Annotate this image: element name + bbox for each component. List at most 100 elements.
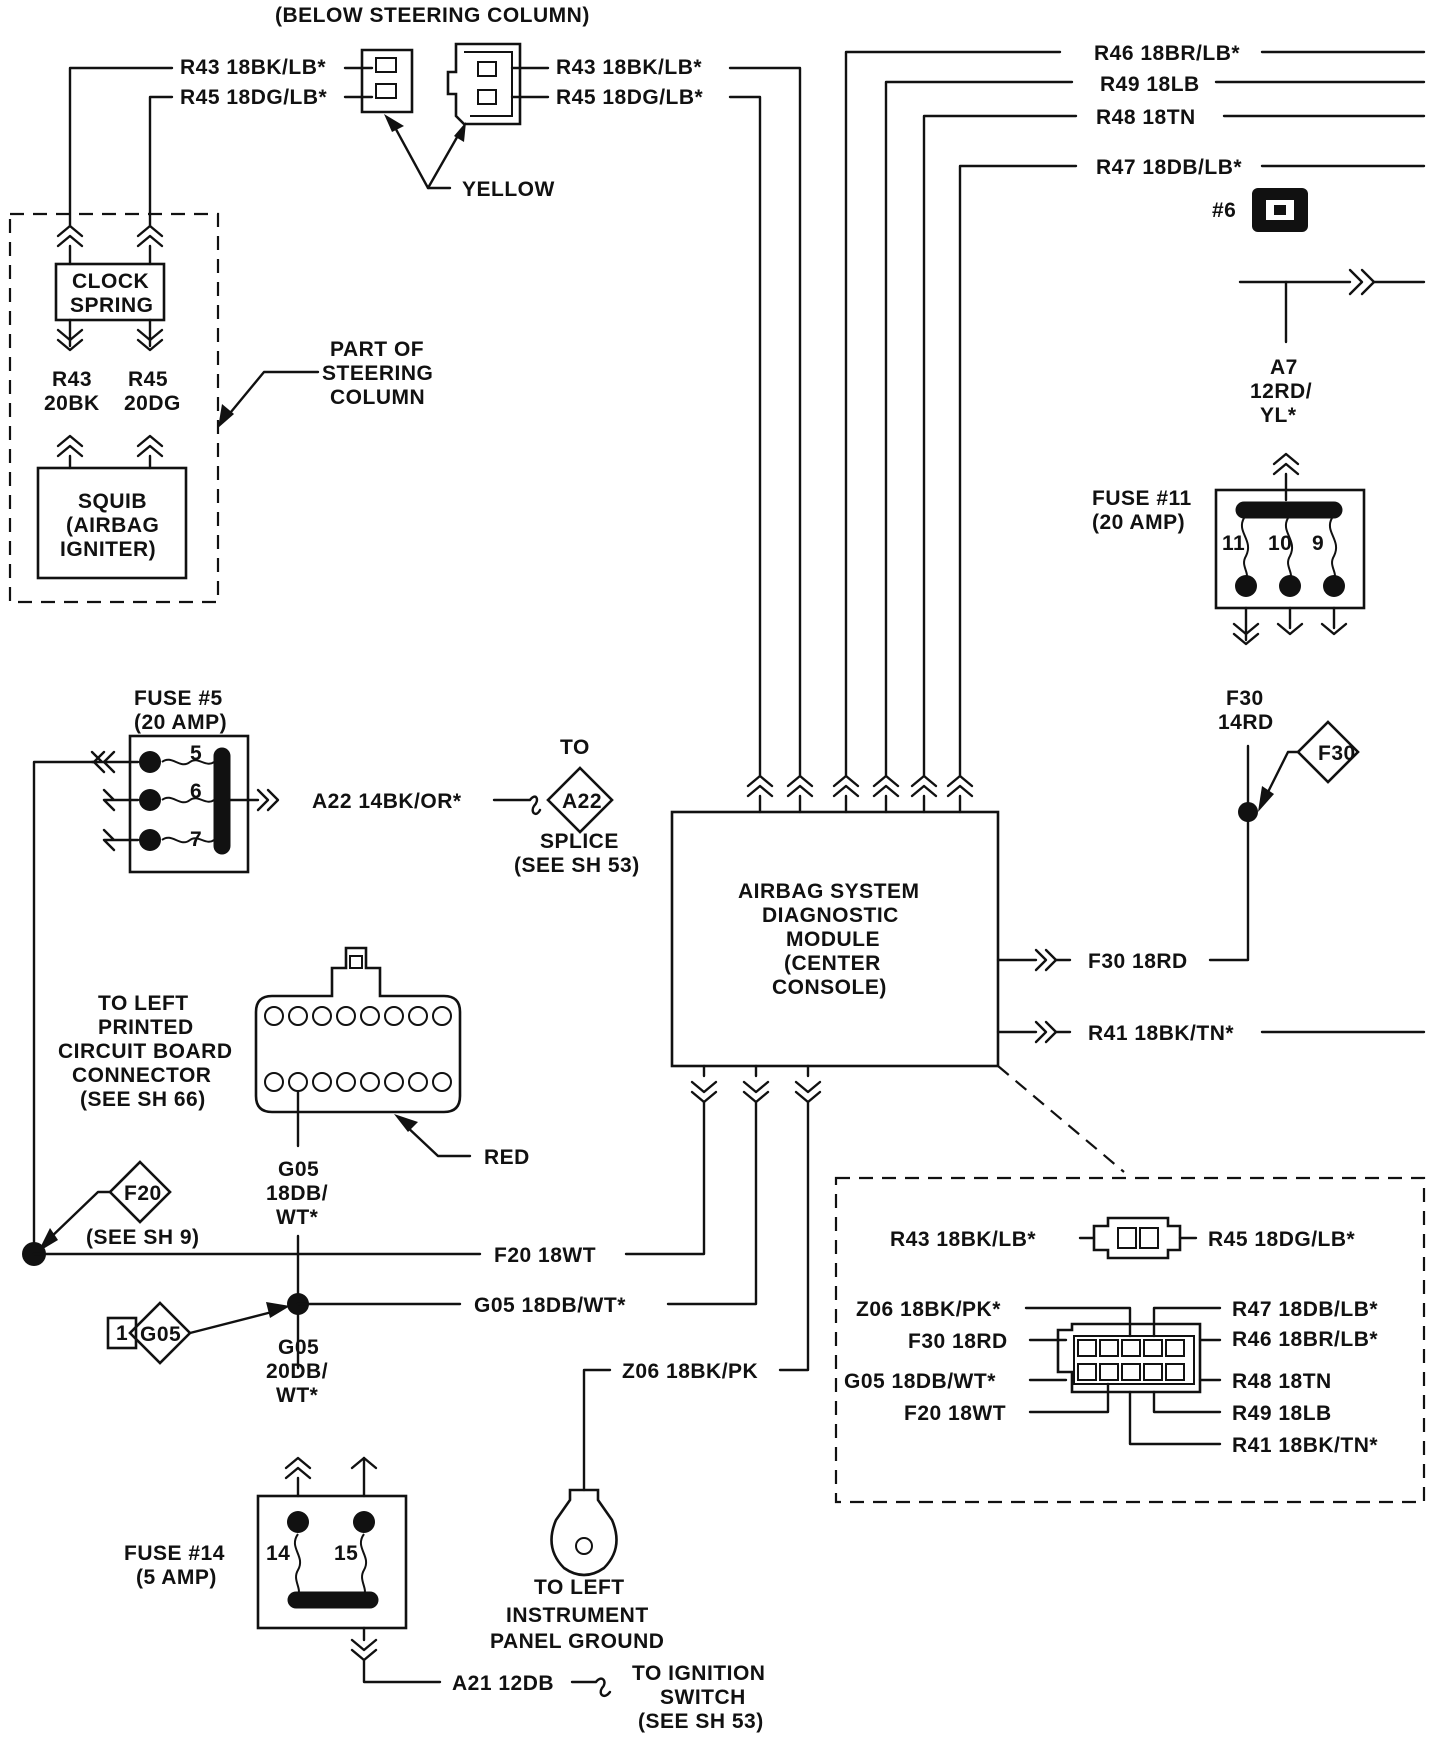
pin-cavity	[288, 1072, 308, 1092]
connector-chevron-icon	[1272, 452, 1300, 476]
pcb-connector-color: RED	[484, 1146, 530, 1169]
wire-label-r48: R48 18TN	[1096, 106, 1196, 129]
arrowhead-icon	[1258, 786, 1274, 812]
steering-column-boundary	[8, 212, 220, 604]
fuse-element-icon	[1285, 517, 1293, 581]
wire-label-a7-2: 12RD/	[1250, 380, 1312, 403]
inset-squib-cavity	[1139, 1227, 1159, 1249]
pin-cavity	[384, 1072, 404, 1092]
arrowhead-icon	[394, 1114, 418, 1132]
wire-stub	[68, 454, 152, 470]
connector-chevron-icon	[742, 1080, 770, 1104]
fuse-element-icon	[161, 796, 215, 804]
pin-cavity	[312, 1072, 332, 1092]
fuse-terminal	[1279, 575, 1301, 597]
wire-r45-to-module	[728, 95, 762, 778]
fuse-element-icon	[161, 836, 215, 844]
pin-cavity	[1121, 1363, 1141, 1381]
ignition-label-1: TO IGNITION	[632, 1662, 765, 1685]
pin-cavity	[1077, 1363, 1097, 1381]
chevron-down-icon	[1320, 622, 1348, 636]
g05-splice-diamond	[128, 1301, 192, 1365]
wire-stub	[702, 1064, 810, 1078]
fuse-element-icon	[1329, 517, 1337, 581]
wire-z06	[582, 1368, 612, 1492]
f20-splice-pointer	[46, 1190, 112, 1242]
fuse-5-circuit: FUSE #5 (20 AMP) 5 6 7 A22 14BK/OR* TO A…	[32, 687, 640, 1256]
module-box	[670, 810, 1000, 1068]
note-pointer	[224, 370, 320, 420]
clock-spring-label-1: CLOCK	[72, 270, 149, 293]
wire-label-r45: R45	[128, 368, 168, 391]
a22-splice-caption-1: SPLICE	[540, 830, 619, 853]
module-label-2: DIAGNOSTIC	[762, 904, 899, 927]
inset-label-f30: F30 18RD	[908, 1330, 1008, 1353]
steering-column-assembly: CLOCK SPRING R43 20BK R45 20DG SQUIB (AI…	[8, 212, 433, 604]
fuse-11-label-1: FUSE #11	[1092, 487, 1192, 510]
ground-label-2: INSTRUMENT	[506, 1604, 649, 1627]
g05-splice-name: G05	[140, 1323, 181, 1346]
connector-chevron-icon	[1232, 622, 1260, 646]
f30-splice-pointer	[1264, 750, 1300, 798]
fuse-14-label-1: FUSE #14	[124, 1542, 225, 1565]
fuse-14-label-2: (5 AMP)	[136, 1566, 217, 1589]
wire-label-r46: R46 18BR/LB*	[1094, 42, 1240, 65]
lower-left-wiring: F20 (SEE SH 9) F20 18WT G05 18DB/WT* 1 G…	[22, 1100, 810, 1653]
arrowhead-icon	[384, 114, 404, 132]
a22-splice-diamond	[546, 766, 614, 834]
inset-label-r41: R41 18BK/TN*	[1232, 1434, 1378, 1457]
module-label-1: AIRBAG SYSTEM	[738, 880, 920, 903]
connector-location-caption: (BELOW STEERING COLUMN)	[275, 4, 590, 27]
pin-cavity	[432, 1072, 452, 1092]
connector-chevron-icon	[1034, 1020, 1058, 1044]
wire-f30-to-fuse	[1208, 808, 1250, 962]
wire-label-f30-1: F30	[1226, 687, 1264, 710]
inset-label-r48: R48 18TN	[1232, 1370, 1332, 1393]
ground-label-1: TO LEFT	[534, 1576, 625, 1599]
g05-lower-label-2: 20DB/	[266, 1360, 328, 1383]
wire-r43-to-connector	[68, 66, 174, 228]
wire-label-r43-top-right: R43 18BK/LB*	[556, 56, 702, 79]
f30-splice-diamond	[1296, 720, 1360, 784]
connector-chevron-icon	[136, 328, 164, 352]
fuse-11-circuit: A7 12RD/ YL* FUSE #11 (20 AMP) 11 10 9 F…	[1092, 268, 1426, 822]
wire-label-a7-1: A7	[1270, 356, 1298, 379]
pin-cavity	[360, 1072, 380, 1092]
a22-splice-label: A22	[562, 790, 602, 813]
wire-label-f30-2: 14RD	[1218, 711, 1274, 734]
connector-right-cavity-2	[477, 89, 497, 105]
inset-callout-line	[997, 1065, 1125, 1173]
arrowhead-icon	[266, 1302, 290, 1318]
pin-cavity	[1099, 1363, 1119, 1381]
fuse-5-label-1: FUSE #5	[134, 687, 223, 710]
wire-label-a22: A22 14BK/OR*	[312, 790, 462, 813]
connector-chevron-icon	[832, 774, 860, 798]
pcb-label-3: CIRCUIT BOARD	[58, 1040, 233, 1063]
wire-label-f20: F20 18WT	[494, 1244, 596, 1267]
wire-a21	[362, 1658, 442, 1684]
g05-splice-number: 1	[116, 1322, 128, 1345]
connector-chevron-icon	[872, 774, 900, 798]
wire-stub	[68, 244, 152, 266]
pin-cavity	[1077, 1339, 1097, 1357]
fuse-11-pin-11: 11	[1222, 532, 1245, 555]
f30-splice-label: F30	[1318, 742, 1356, 765]
ignition-label-2: SWITCH	[660, 1686, 746, 1709]
wire-f20-feed	[32, 760, 96, 1256]
module-upper-wires: R46 18BR/LB* R49 18LB R48 18TN R47 18DB/…	[844, 42, 1426, 778]
splice-junction	[1238, 802, 1258, 822]
pcb-pin-row-bottom	[264, 1072, 452, 1092]
module-output-f30: F30 18RD	[1088, 950, 1188, 973]
module-connector-inset: R43 18BK/LB* R45 18DG/LB* Z06 18BK/PK* F…	[834, 1176, 1426, 1504]
fuse-14-pin-15: 15	[334, 1542, 358, 1565]
connector-chevron-icon	[136, 434, 164, 458]
a22-splice-caption-2: (SEE SH 53)	[514, 854, 640, 877]
squib-label-3: IGNITER)	[60, 538, 156, 561]
connector-right-cavity-1	[477, 61, 497, 77]
pcb-connector-body	[254, 946, 462, 1114]
pcb-pin-row-top	[264, 1006, 452, 1026]
wire-r43-to-module	[728, 66, 802, 778]
pin-cavity	[432, 1006, 452, 1026]
pcb-connector-latch	[349, 955, 363, 969]
